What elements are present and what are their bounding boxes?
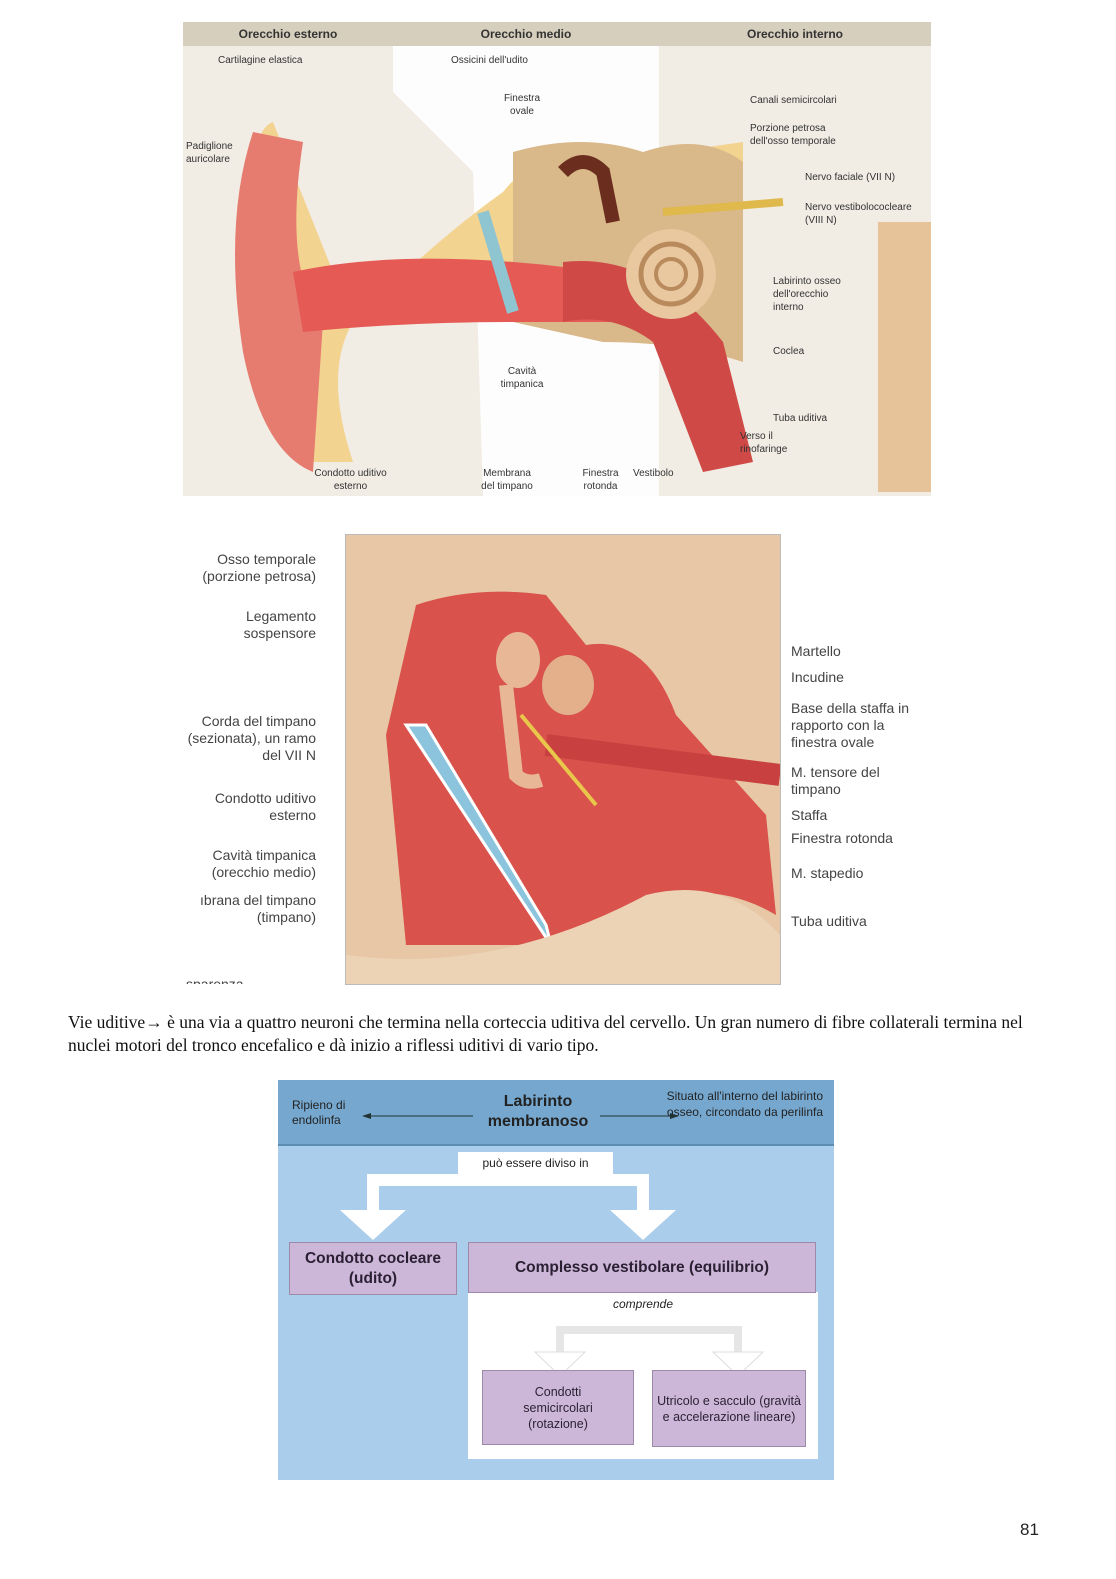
vestibular-complex-box: Complesso vestibolare (equilibrio) <box>468 1242 816 1293</box>
label-padiglione: Padiglione auricolare <box>186 141 233 165</box>
paragraph-text: è una via a quattro neuroni che termina … <box>68 1012 1023 1055</box>
label-corda: Corda del timpano (sezionata), un ramo d… <box>187 713 316 763</box>
label-membrana: Membrana del timpano <box>481 468 533 492</box>
label-condotto: Condotto uditivo esterno <box>314 468 387 492</box>
page-number: 81 <box>1020 1520 1039 1539</box>
label-legamento: Legamento sospensore <box>243 608 316 641</box>
label-finestra-rotonda: Finestra rotonda <box>582 468 619 492</box>
label-membrana: ıbrana del timpano (timpano) <box>200 892 316 925</box>
label-osso-temporale: Osso temporale (porzione petrosa) <box>202 551 316 584</box>
label-tuba: Tuba uditiva <box>791 913 867 929</box>
cochlear-duct-box: Condotto cocleare (udito) <box>289 1242 457 1295</box>
header-middle-ear: Orecchio medio <box>480 27 572 41</box>
label-coclea: Coclea <box>773 346 805 357</box>
label-stapedio: M. stapedio <box>791 865 864 881</box>
label-ossicini: Ossicini dell'udito <box>451 55 528 66</box>
semicircular-ducts-box: Condotti semicircolari (rotazione) <box>482 1370 634 1445</box>
left-note: Ripieno di endolinfa <box>292 1098 346 1127</box>
membranous-labyrinth-diagram: Ripieno di endolinfa Labirinto membranos… <box>278 1080 834 1480</box>
body-paragraph: Vie uditive→ è una via a quattro neuroni… <box>68 1011 1068 1057</box>
diagram-header <box>278 1080 834 1146</box>
term: Vie uditive <box>68 1012 146 1032</box>
label-cavita: Cavità timpanica (orecchio medio) <box>211 847 316 880</box>
label-cavita: Cavità timpanica <box>500 366 544 390</box>
middle-ear-illustration <box>346 591 782 984</box>
caption-fragment: sparenza <box>186 976 244 984</box>
right-note: Situato all'interno del labirinto osseo,… <box>666 1089 823 1119</box>
includes-label: comprende <box>603 1294 683 1314</box>
label-porzione: Porzione petrosa dell'osso temporale <box>750 123 836 147</box>
label-staffa: Staffa <box>791 807 828 823</box>
label-martello: Martello <box>791 643 841 659</box>
label-vestibolo: Vestibolo <box>633 468 674 479</box>
arrow-icon: → <box>145 1012 163 1032</box>
label-incudine: Incudine <box>791 669 844 685</box>
label-verso: Verso il rinofaringe <box>740 431 788 455</box>
sub-arrows <box>533 1326 765 1377</box>
header-inner-ear: Orecchio interno <box>746 27 844 41</box>
label-labirinto: Labirinto osseo dell'orecchio interno <box>773 276 841 313</box>
label-cartilagine: Cartilagine elastica <box>218 55 303 66</box>
utricle-saccule-box: Utricolo e sacculo (gravità e accelerazi… <box>652 1370 806 1447</box>
label-finestra-rotonda: Finestra rotonda <box>791 830 893 846</box>
label-condotto: Condotto uditivo esterno <box>214 790 316 823</box>
diagram-title: Labirinto membranoso <box>487 1093 589 1130</box>
label-finestra-ovale: Finestra ovale <box>503 93 541 117</box>
label-nervo-faciale: Nervo faciale (VII N) <box>805 172 896 183</box>
middle-ear-figure <box>345 534 782 985</box>
ear-anatomy-illustration <box>183 22 931 496</box>
ear-anatomy-figure: Orecchio esterno Orecchio medio Orecchio… <box>183 22 931 496</box>
divide-label: può essere diviso in <box>458 1152 613 1174</box>
label-nervo-vestibolo: Nervo vestibolococleare (VIII N) <box>805 202 912 226</box>
header-outer-ear: Orecchio esterno <box>238 27 338 41</box>
label-tensore: M. tensore del timpano <box>791 764 880 797</box>
label-tuba: Tuba uditiva <box>773 413 828 424</box>
label-base-staffa: Base della staffa in rapporto con la fin… <box>791 700 910 750</box>
label-canali: Canali semicircolari <box>750 95 837 106</box>
diagram-arrows <box>340 1113 679 1240</box>
